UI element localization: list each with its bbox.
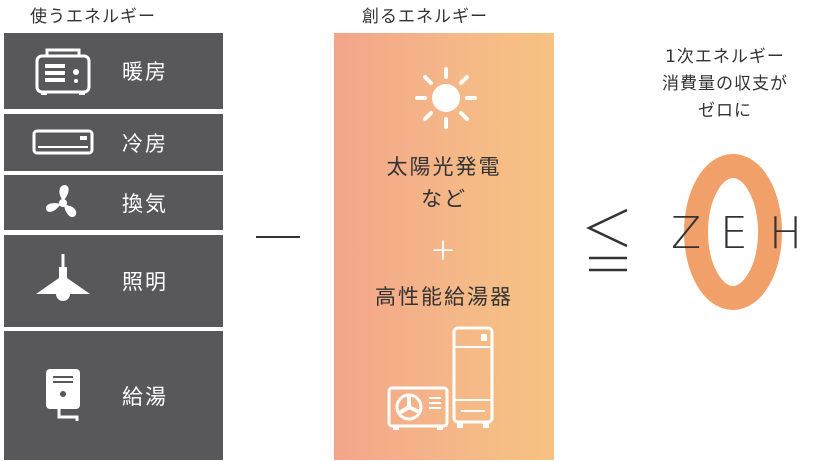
used-item-lighting: 照明 [4,235,223,327]
ventilation-fan-icon [4,183,122,223]
used-energy-list: 暖房 冷房 換気 [4,33,223,460]
ceiling-light-icon [4,254,122,308]
used-item-label: 給湯 [122,384,168,409]
zeh-caption: 1次エネルギー 消費量の収支が ゼロに [640,44,810,125]
used-item-label: 照明 [122,270,168,294]
heat-pump-unit-icon [387,386,449,435]
zeh-letter-h: H [769,208,803,259]
high-efficiency-water-heater-label: 高性能給湯器 [375,285,513,309]
zeh-letter-z: Z [671,208,702,259]
used-item-hot-water: 給湯 [4,331,223,460]
minus-operator [256,236,300,238]
solar-power-label: 太陽光発電 [386,155,502,179]
zeh-letter-e: E [720,208,748,259]
used-item-label: 冷房 [122,131,168,156]
used-energy-title: 使うエネルギー [30,7,156,27]
created-energy-panel: 太陽光発電 など ＋ 高性能給湯器 [334,33,554,460]
used-item-label: 暖房 [122,60,168,84]
created-energy-title: 創るエネルギー [362,7,488,27]
zeh-caption-line: 1次エネルギー [665,47,785,67]
less-or-equal-operator [585,206,631,278]
zero-mark: 0 [682,152,784,316]
zeh-caption-line: ゼロに [698,101,752,121]
hot-water-tank-icon [451,325,497,435]
plus-sign: ＋ [429,237,458,267]
water-heater-icon [4,367,122,425]
used-item-ventilation: 換気 [4,175,223,230]
heater-icon [4,46,122,96]
used-item-heating: 暖房 [4,33,223,109]
zeh-caption-line: 消費量の収支が [662,74,788,94]
air-conditioner-icon [4,128,122,158]
used-item-label: 換気 [122,191,168,216]
used-item-cooling: 冷房 [4,114,223,171]
sun-icon [414,66,478,134]
etc-label: など [421,187,467,211]
